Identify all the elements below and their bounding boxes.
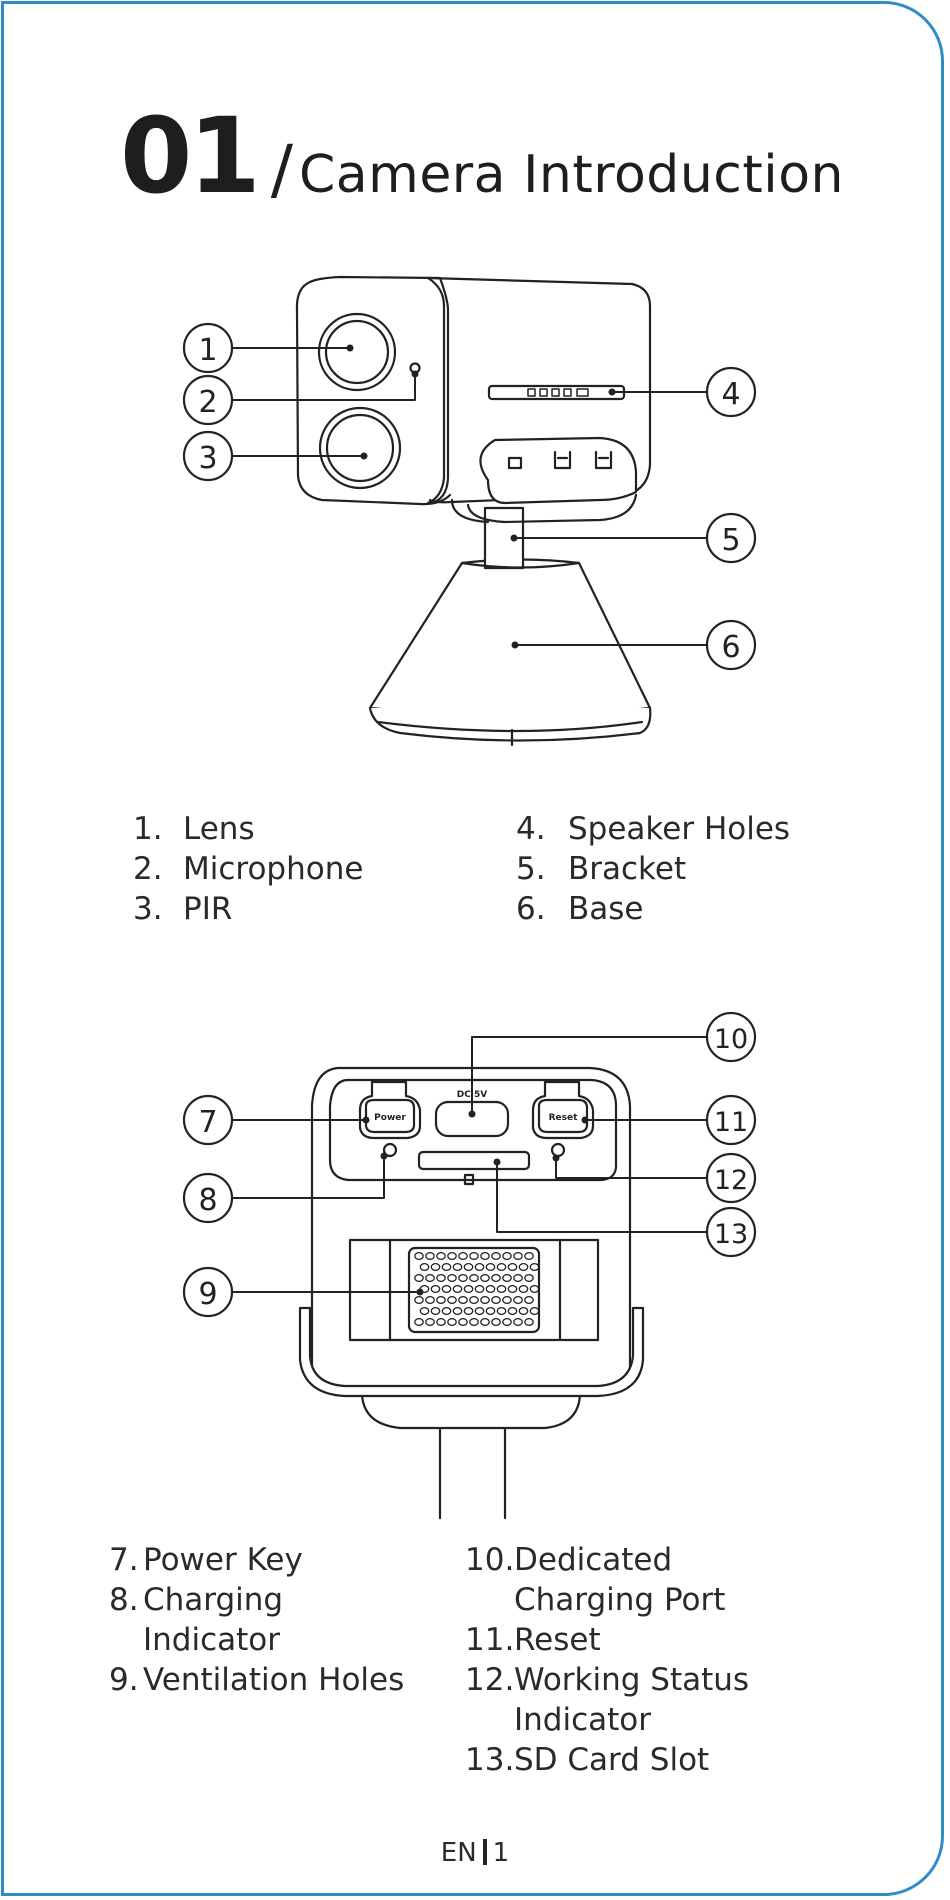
callout-12-label: 12: [714, 1165, 748, 1196]
callout-5: 5: [707, 514, 755, 562]
callout-1-label: 1: [198, 333, 217, 368]
callout-1: 1: [184, 324, 232, 372]
legend-front-left: 1.Lens 2.Microphone 3.PIR: [133, 809, 363, 929]
callout-8: 8: [184, 1174, 232, 1222]
callout-3-label: 3: [198, 441, 217, 476]
callout-13: 13: [707, 1208, 755, 1256]
callout-8-label: 8: [198, 1183, 217, 1218]
legend-item: 12.Working Status: [465, 1660, 749, 1700]
legend-item: 11.Reset: [465, 1620, 749, 1660]
legend-item: 1.Lens: [133, 809, 363, 849]
legend-item: 6.Base: [516, 889, 790, 929]
legend-item: 10.Dedicated: [465, 1540, 749, 1580]
footer-language: EN: [441, 1838, 477, 1868]
callout-4: 4: [707, 368, 755, 416]
reset-key-label: Reset: [549, 1113, 578, 1123]
legend-item: 13.SD Card Slot: [465, 1740, 749, 1780]
callout-7-label: 7: [198, 1105, 217, 1140]
page-footer: EN 1: [0, 1838, 950, 1868]
callout-13-label: 13: [714, 1219, 748, 1250]
callout-11-label: 11: [714, 1107, 748, 1138]
legend-item: 3.PIR: [133, 889, 363, 929]
legend-item: 8.Charging: [109, 1580, 404, 1620]
legend-item: 9.Ventilation Holes: [109, 1660, 404, 1700]
footer-divider: [483, 1839, 487, 1865]
callout-6: 6: [707, 621, 755, 669]
callout-9-label: 9: [198, 1277, 217, 1312]
legend-item: Indicator: [465, 1700, 749, 1740]
callout-9: 9: [184, 1268, 232, 1316]
callout-2-label: 2: [198, 385, 217, 420]
callout-6-label: 6: [721, 630, 740, 665]
callout-10-label: 10: [714, 1024, 748, 1055]
callout-7: 7: [184, 1096, 232, 1144]
callout-11: 11: [707, 1096, 755, 1144]
callout-2: 2: [184, 376, 232, 424]
footer-page-number: 1: [493, 1838, 510, 1868]
legend-item: 5.Bracket: [516, 849, 790, 889]
legend-back-left: 7.Power Key 8.Charging Indicator 9.Venti…: [109, 1540, 404, 1700]
callout-3: 3: [184, 432, 232, 480]
callout-4-label: 4: [721, 377, 740, 412]
power-key-label: Power: [374, 1113, 406, 1123]
callout-10: 10: [707, 1013, 755, 1061]
legend-front-right: 4.Speaker Holes 5.Bracket 6.Base: [516, 809, 790, 929]
legend-item: 2.Microphone: [133, 849, 363, 889]
legend-back-right: 10.Dedicated Charging Port 11.Reset 12.W…: [465, 1540, 749, 1780]
legend-item: Charging Port: [465, 1580, 749, 1620]
legend-item: 7.Power Key: [109, 1540, 404, 1580]
callout-12: 12: [707, 1154, 755, 1202]
legend-item: Indicator: [109, 1620, 404, 1660]
callout-5-label: 5: [721, 523, 740, 558]
legend-item: 4.Speaker Holes: [516, 809, 790, 849]
